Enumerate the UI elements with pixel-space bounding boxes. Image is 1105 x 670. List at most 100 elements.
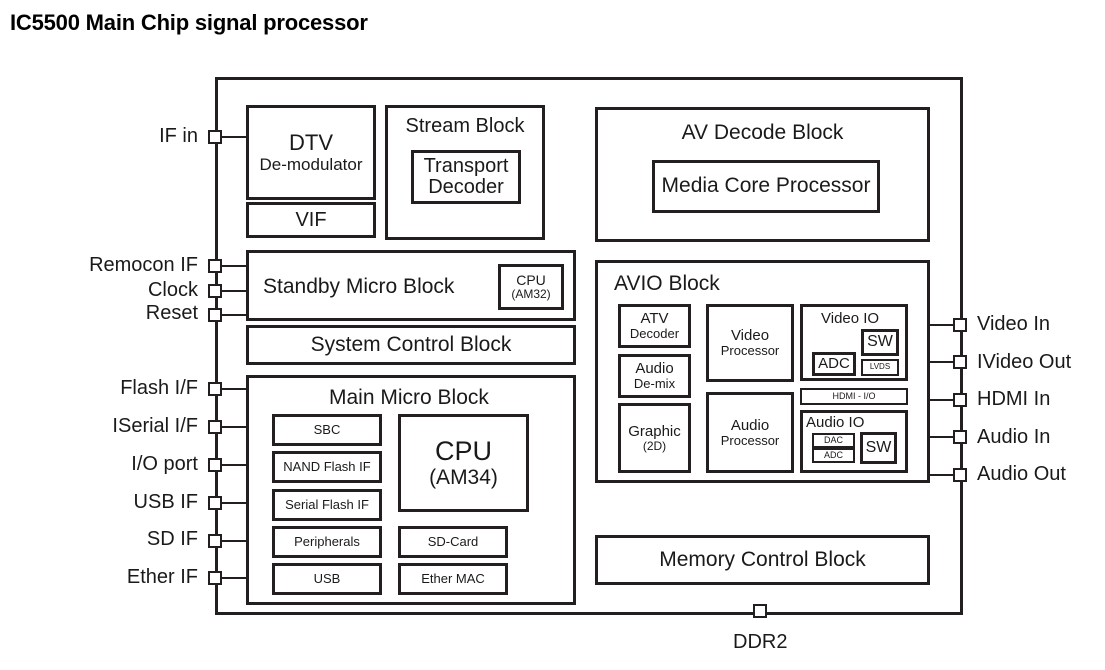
pin-label: Remocon IF bbox=[89, 254, 198, 276]
standby-cpu: CPU (AM32) bbox=[498, 264, 564, 310]
pin-if-in bbox=[208, 130, 222, 144]
block-title: SW bbox=[867, 333, 893, 351]
dtv-demodulator-block: DTV De-modulator bbox=[246, 105, 376, 200]
video-processor: Video Processor bbox=[706, 304, 794, 382]
wire-video-out bbox=[930, 361, 956, 363]
pin-label: Reset bbox=[145, 302, 198, 324]
pin-remocon-if bbox=[208, 259, 222, 273]
wire-io bbox=[222, 464, 248, 466]
serial-flash-if-block: Serial Flash IF bbox=[272, 489, 382, 521]
sbc-block: SBC bbox=[272, 414, 382, 446]
pin-serial-if bbox=[208, 420, 222, 434]
standby-micro-block: Standby Micro Block CPU (AM32) bbox=[246, 250, 576, 321]
pin-label: Audio In bbox=[977, 426, 1051, 448]
main-cpu: CPU (AM34) bbox=[398, 414, 529, 512]
pin-video-out bbox=[953, 355, 967, 369]
wire-video-in bbox=[930, 324, 956, 326]
block-title: Serial Flash IF bbox=[285, 497, 369, 513]
pin-label: IVideo Out bbox=[977, 351, 1072, 373]
pin-audio-in bbox=[953, 430, 967, 444]
pin-ddr2 bbox=[753, 604, 767, 618]
pin-io-port bbox=[208, 458, 222, 472]
block-title: Peripherals bbox=[294, 534, 360, 550]
video-io-lvds: LVDS bbox=[861, 359, 899, 376]
block-title: SBC bbox=[313, 422, 341, 438]
hdmi-io: HDMI - I/O bbox=[800, 388, 908, 405]
wire-hdmi-in bbox=[930, 399, 956, 401]
block-title: System Control Block bbox=[310, 332, 512, 356]
wire-ether bbox=[222, 577, 248, 579]
graphic-2d: Graphic (2D) bbox=[618, 403, 691, 473]
transport-decoder: Transport Decoder bbox=[411, 150, 521, 204]
wire-audio-in bbox=[930, 436, 956, 438]
pin-label: USB IF bbox=[133, 491, 198, 513]
block-title: SD-Card bbox=[427, 534, 479, 550]
wire-clock bbox=[222, 290, 248, 292]
pin-label: IF in bbox=[159, 125, 198, 147]
block-title: Audio bbox=[635, 360, 674, 378]
memory-control-block: Memory Control Block bbox=[595, 535, 930, 585]
pin-label: Flash I/F bbox=[120, 377, 198, 399]
audio-io: Audio IO DAC ADC SW bbox=[800, 410, 908, 473]
atv-decoder: ATV Decoder bbox=[618, 304, 691, 348]
pin-label: Ether IF bbox=[126, 566, 198, 588]
block-title: Graphic bbox=[628, 422, 681, 440]
block-title: Audio IO bbox=[806, 414, 865, 431]
block-title: LVDS bbox=[869, 362, 891, 372]
block-title: Audio bbox=[730, 416, 770, 434]
audio-io-dac: DAC bbox=[812, 433, 855, 448]
block-title: Stream Block bbox=[405, 115, 525, 137]
block-subtitle: De-modulator bbox=[259, 155, 363, 175]
cpu-model: (AM32) bbox=[511, 287, 551, 302]
vif-block: VIF bbox=[246, 202, 376, 238]
block-subtitle: (2D) bbox=[642, 438, 667, 453]
audio-processor: Audio Processor bbox=[706, 392, 794, 473]
cpu-label: CPU bbox=[516, 272, 546, 289]
nand-flash-if-block: NAND Flash IF bbox=[272, 451, 382, 483]
wire-usb bbox=[222, 502, 248, 504]
wire-flash bbox=[222, 388, 248, 390]
block-title: ADC bbox=[823, 449, 843, 460]
pin-ether-if bbox=[208, 571, 222, 585]
sd-card-block: SD-Card bbox=[398, 526, 508, 558]
block-subtitle: De-mix bbox=[633, 376, 676, 392]
block-title: Video IO bbox=[821, 310, 880, 327]
pin-clock bbox=[208, 284, 222, 298]
pin-label: HDMI In bbox=[977, 388, 1051, 410]
block-title: DAC bbox=[823, 434, 843, 445]
block-title: DTV bbox=[289, 130, 333, 156]
block-title: Memory Control Block bbox=[659, 547, 866, 571]
video-io-sw: SW bbox=[861, 329, 899, 356]
main-micro-block: Main Micro Block SBC NAND Flash IF Seria… bbox=[246, 375, 576, 605]
block-title: Main Micro Block bbox=[329, 386, 489, 409]
pin-usb-if bbox=[208, 496, 222, 510]
audio-io-sw: SW bbox=[860, 432, 897, 464]
wire-if-in bbox=[222, 136, 248, 138]
video-io: Video IO SW ADC LVDS bbox=[800, 304, 908, 381]
wire-serial bbox=[222, 426, 248, 428]
block-title: Ether MAC bbox=[421, 571, 485, 587]
video-io-adc: ADC bbox=[812, 352, 856, 376]
block-title: Transport Decoder bbox=[423, 155, 509, 198]
pin-reset bbox=[208, 308, 222, 322]
block-title: AV Decode Block bbox=[681, 121, 844, 144]
block-title: Media Core Processor bbox=[661, 174, 871, 198]
block-title: Standby Micro Block bbox=[263, 275, 455, 298]
block-title: ATV bbox=[640, 310, 669, 328]
cpu-label: CPU bbox=[434, 435, 492, 466]
media-core-processor: Media Core Processor bbox=[652, 160, 880, 213]
stream-block: Stream Block Transport Decoder bbox=[385, 105, 545, 240]
audio-io-adc: ADC bbox=[812, 448, 855, 463]
pin-audio-out bbox=[953, 468, 967, 482]
audio-demix: Audio De-mix bbox=[618, 354, 691, 398]
peripherals-block: Peripherals bbox=[272, 526, 382, 558]
block-title: AVIO Block bbox=[614, 272, 720, 295]
wire-reset bbox=[222, 314, 248, 316]
wire-sd bbox=[222, 540, 248, 542]
pin-video-in bbox=[953, 318, 967, 332]
pin-label: I/O port bbox=[131, 453, 198, 475]
block-subtitle: Processor bbox=[720, 432, 780, 448]
block-title: SW bbox=[865, 438, 892, 456]
wire-audio-out bbox=[930, 474, 956, 476]
diagram-title: IC5500 Main Chip signal processor bbox=[10, 10, 368, 35]
